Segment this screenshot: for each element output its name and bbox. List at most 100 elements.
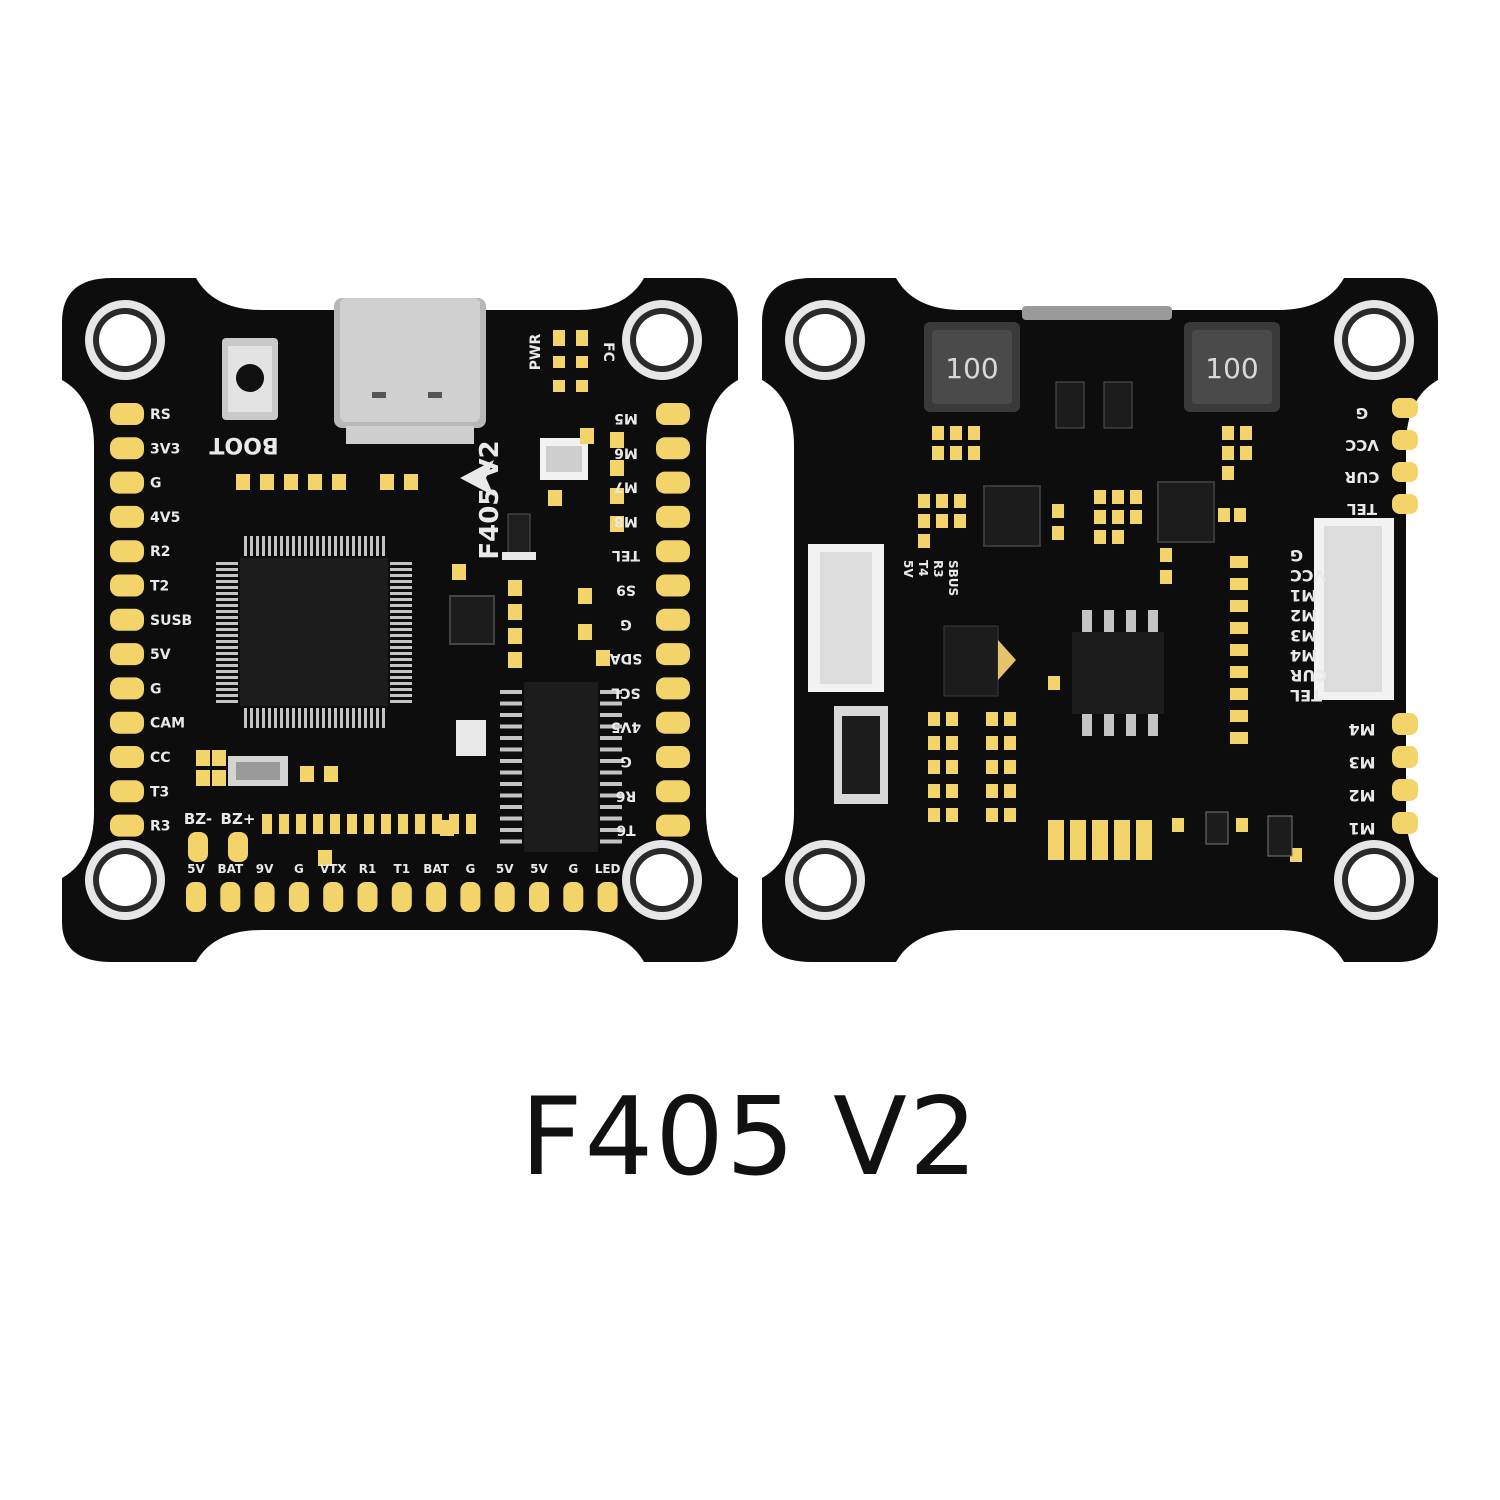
fc-left-pad-label: SUSB	[150, 613, 192, 629]
fc-left-pad	[110, 574, 144, 597]
fc-bottom-pad	[220, 882, 241, 912]
esc-chip-left	[983, 485, 1041, 547]
fc-right-pad	[656, 437, 690, 460]
fc-right-pad	[656, 677, 690, 700]
esc-diode	[834, 706, 888, 804]
fc-left-pad	[110, 677, 144, 700]
boot-button	[222, 338, 278, 420]
esc-mcu	[1072, 610, 1164, 736]
fc-right-pad	[656, 814, 690, 837]
fc-right-pad	[656, 403, 690, 425]
buzzer-neg-pad	[188, 832, 208, 862]
esc-connector-label: G	[1290, 546, 1303, 565]
fc-left-pad-label: 4V5	[150, 510, 180, 526]
switch-component	[228, 756, 288, 786]
fc-bottom-pad	[186, 882, 206, 912]
fc-right-pad-label: SDA	[610, 650, 643, 666]
fc-left-pad-label: 5V	[150, 647, 171, 663]
buzzer-neg-label: BZ-	[184, 810, 212, 828]
arrow-mark	[460, 460, 494, 496]
fc-bottom-pad-label: R1	[359, 862, 377, 876]
esc-motor-pad	[1392, 713, 1418, 735]
fc-right-pad-label: M7	[614, 479, 638, 495]
fc-bottom-pad	[460, 882, 481, 912]
esc-mount-hole-bl	[785, 840, 865, 920]
fc-left-pad	[110, 437, 144, 460]
esc-connector-label: M1	[1290, 586, 1317, 605]
fc-right-pad-label: G	[620, 753, 632, 769]
gyro-chip	[540, 438, 588, 480]
esc-right-pad-label: TEL	[1347, 500, 1377, 518]
fc-bottom-pad-label: BAT	[217, 862, 244, 876]
fc-right-pad-label: M8	[614, 513, 638, 529]
esc-passives	[918, 381, 1302, 862]
fc-left-pad	[110, 780, 144, 803]
inductor-left-label: 100	[945, 352, 998, 385]
fc-right-pad	[656, 711, 690, 734]
esc-left-connector-label: T4	[916, 560, 930, 577]
esc-motor-pad	[1392, 779, 1418, 801]
esc-mount-hole-br	[1334, 840, 1414, 920]
fc-right-pad	[656, 608, 690, 631]
fc-bottom-pad	[254, 882, 275, 912]
fc-bottom-pad-label: T1	[394, 862, 411, 876]
esc-connector-label: M2	[1290, 606, 1317, 625]
fc-right-pad	[656, 471, 690, 494]
esc-left-connector-label: SBUS	[946, 560, 960, 596]
esc-left-connector	[808, 544, 884, 692]
esc-motor-pad	[1392, 812, 1418, 834]
fc-led-label: FC	[600, 342, 616, 362]
fc-right-pad-label: SCL	[611, 684, 640, 700]
fc-bottom-pad	[323, 882, 344, 912]
fc-right-pad	[656, 746, 690, 768]
esc-right-connector	[1314, 518, 1394, 700]
fc-left-pad-label: T3	[150, 784, 169, 800]
fc-left-pad	[110, 505, 144, 528]
product-caption: F405 V2	[520, 1075, 980, 1200]
fc-left-pad	[110, 814, 144, 837]
esc-left-connector-label: 5V	[901, 560, 915, 578]
fc-left-pad-label: RS	[150, 407, 171, 423]
fc-left-pad-label: G	[150, 681, 162, 697]
esc-chip-right	[1157, 481, 1215, 543]
fc-bottom-pad-label: 5V	[530, 862, 548, 876]
esc-right-pad	[1392, 462, 1418, 482]
esc-motor-pad-label: M2	[1348, 786, 1375, 805]
esc-motor-pad-label: M4	[1348, 720, 1375, 739]
esc-right-pad	[1392, 494, 1418, 514]
esc-connector-label: CUR	[1290, 666, 1327, 685]
fc-bottom-pad	[391, 882, 412, 912]
usb-underside	[1022, 306, 1172, 320]
fc-left-pad-label: G	[150, 476, 162, 492]
fc-right-pad-label: M6	[614, 444, 638, 460]
boot-label: BOOT	[209, 432, 278, 457]
fc-left-pad	[110, 711, 144, 734]
fc-left-pad-label: R2	[150, 544, 171, 560]
buzzer-pos-pad	[228, 832, 248, 862]
mcu-chip	[216, 536, 412, 728]
crystal	[456, 720, 486, 756]
fc-bottom-pad-label: LED	[595, 862, 621, 876]
esc-connector-label: M3	[1290, 626, 1317, 645]
fc-bottom-pad-label: G	[465, 862, 475, 876]
pwr-led-label: PWR	[528, 334, 544, 371]
fc-bottom-pad-label: G	[294, 862, 304, 876]
esc-right-pad-label: VCC	[1345, 436, 1379, 454]
esc-motor-pad-label: M1	[1348, 819, 1375, 838]
fc-right-pad	[656, 505, 690, 528]
inductor-right-label: 100	[1205, 352, 1258, 385]
esc-regulator	[943, 625, 1016, 697]
inductor-left: 100	[924, 322, 1020, 412]
esc-mount-hole-tl	[785, 300, 865, 380]
fc-left-pad	[110, 471, 144, 494]
fc-bottom-pad-label: 9V	[256, 862, 274, 876]
fc-bottom-pad-label: 5V	[496, 862, 514, 876]
